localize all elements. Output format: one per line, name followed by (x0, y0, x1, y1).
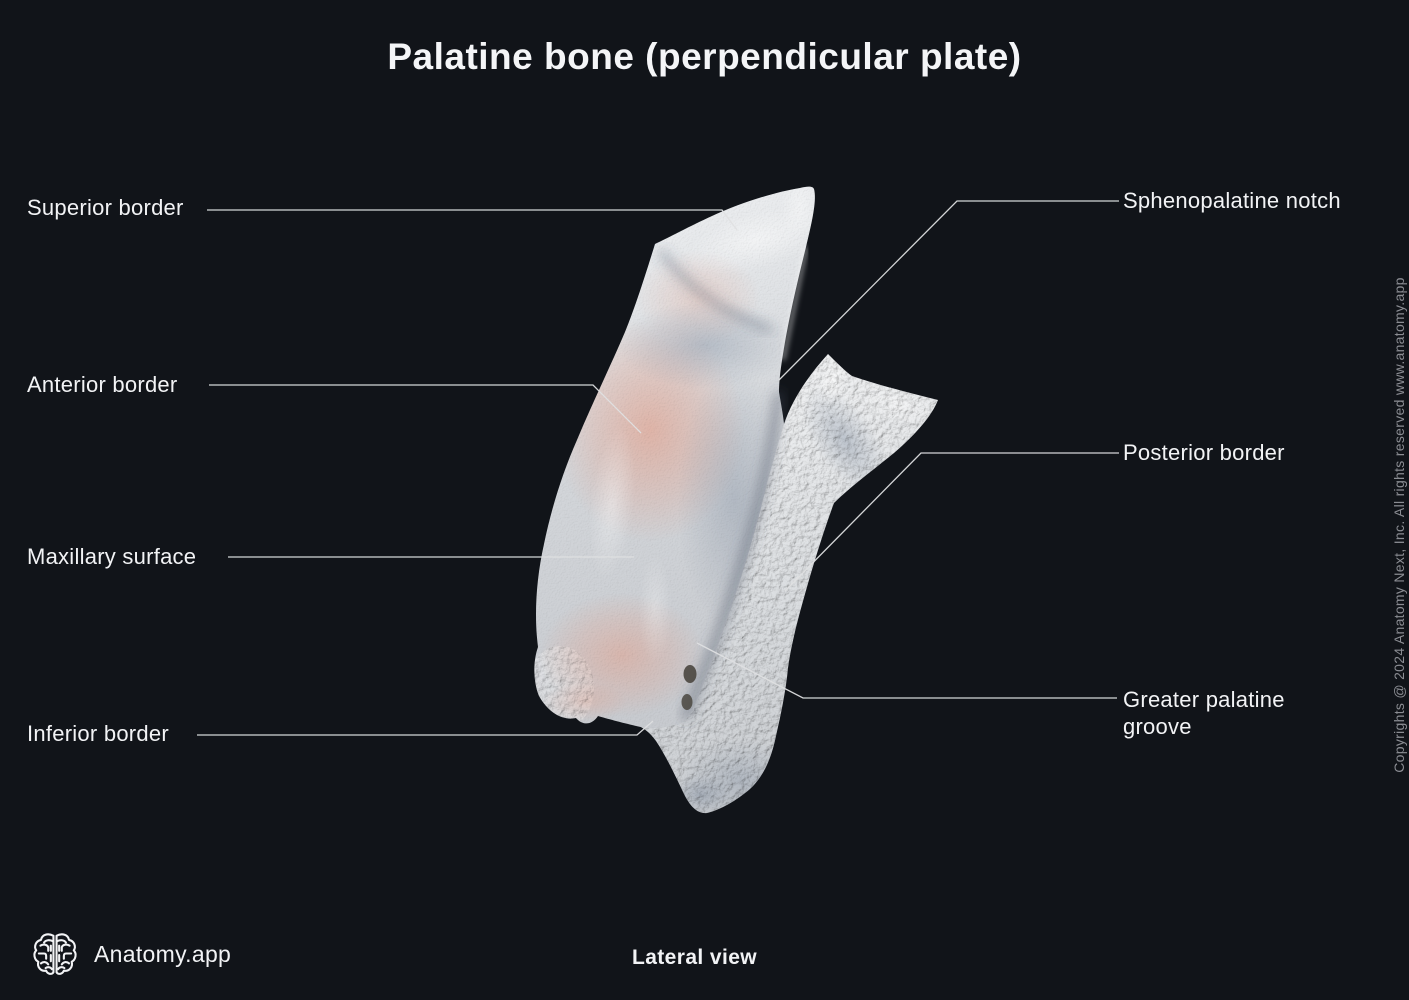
label-greater-palatine-groove: Greater palatine groove (1123, 687, 1285, 739)
leader-line-superior-border (207, 209, 738, 231)
label-posterior-border: Posterior border (1123, 440, 1285, 465)
greater-palatine-foramen (683, 665, 697, 683)
palatine-bone-3d (534, 186, 938, 814)
label-anterior-border: Anterior border (27, 372, 178, 397)
leader-line-inferior-border (197, 720, 654, 736)
view-label: Lateral view (631, 946, 758, 969)
label-inferior-border: Inferior border (27, 721, 169, 746)
leader-lines (197, 200, 1119, 736)
page-title: Palatine bone (perpendicular plate) (387, 36, 1022, 77)
bone-surface-details (656, 246, 808, 721)
brand-footer: Anatomy.app (30, 929, 231, 979)
leader-line-anterior-border (209, 384, 642, 434)
copyright-text: Copyrights @ 2024 Anatomy Next, Inc. All… (1391, 277, 1407, 773)
label-sphenopalatine-notch: Sphenopalatine notch (1123, 188, 1341, 213)
leader-line-greater-palatine-groove (696, 642, 1117, 699)
brain-logo-icon (33, 933, 77, 975)
leader-line-sphenopalatine-notch (778, 200, 1119, 381)
bone-perpendicular-plate (534, 186, 815, 729)
leader-line-posterior-border (784, 452, 1119, 592)
label-superior-border: Superior border (27, 195, 184, 220)
label-maxillary-surface: Maxillary surface (27, 544, 197, 569)
brand-name: Anatomy.app (94, 940, 232, 967)
